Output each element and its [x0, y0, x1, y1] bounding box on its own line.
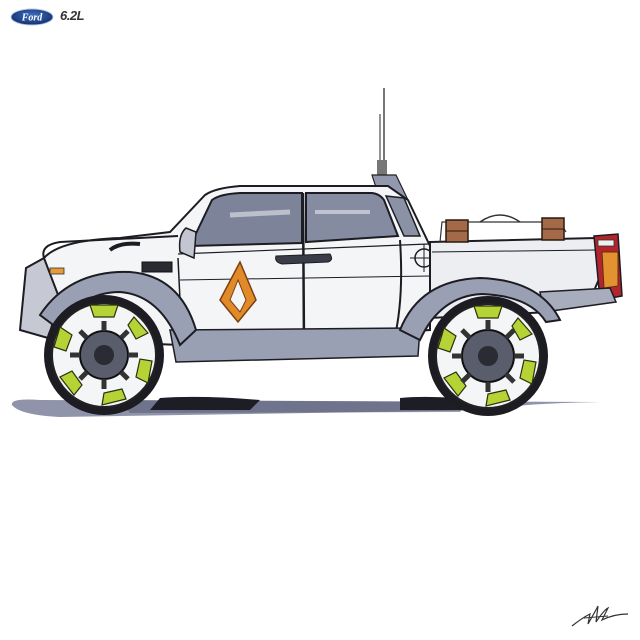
antenna-icon [371, 88, 409, 201]
engine-badge: 6.2L [60, 8, 85, 23]
door-emblem-icon [219, 260, 257, 324]
artist-signature-icon [571, 605, 629, 627]
front-fender-flare [38, 270, 198, 347]
ford-logo-icon: Ford [10, 8, 54, 26]
turn-signal [49, 267, 65, 275]
rear-wheel-icon [428, 296, 548, 416]
front-wheel-icon [44, 295, 164, 415]
rear-fender-flare [398, 276, 562, 342]
cab [42, 185, 431, 363]
truck-bed [429, 214, 623, 320]
ford-logo-text: Ford [21, 13, 44, 24]
hood-vent [141, 261, 173, 273]
side-mirror [178, 227, 197, 260]
